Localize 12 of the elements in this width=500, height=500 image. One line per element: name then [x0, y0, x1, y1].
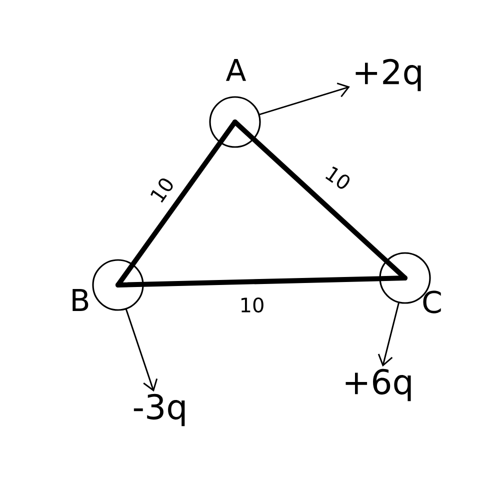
edge-label: 10 — [325, 166, 350, 189]
charge-label: +2q — [356, 58, 421, 92]
force-arrow — [125, 308, 158, 392]
charge-label: -3q — [134, 394, 185, 426]
node-label: A — [226, 59, 246, 81]
edge-label: 10 — [150, 178, 173, 203]
charge-label: +6q — [346, 368, 411, 402]
triangle-side — [116, 276, 408, 288]
force-arrow — [258, 82, 350, 116]
edge-label: 10 — [241, 297, 264, 313]
node-label: B — [72, 289, 88, 311]
force-arrow — [378, 302, 400, 367]
